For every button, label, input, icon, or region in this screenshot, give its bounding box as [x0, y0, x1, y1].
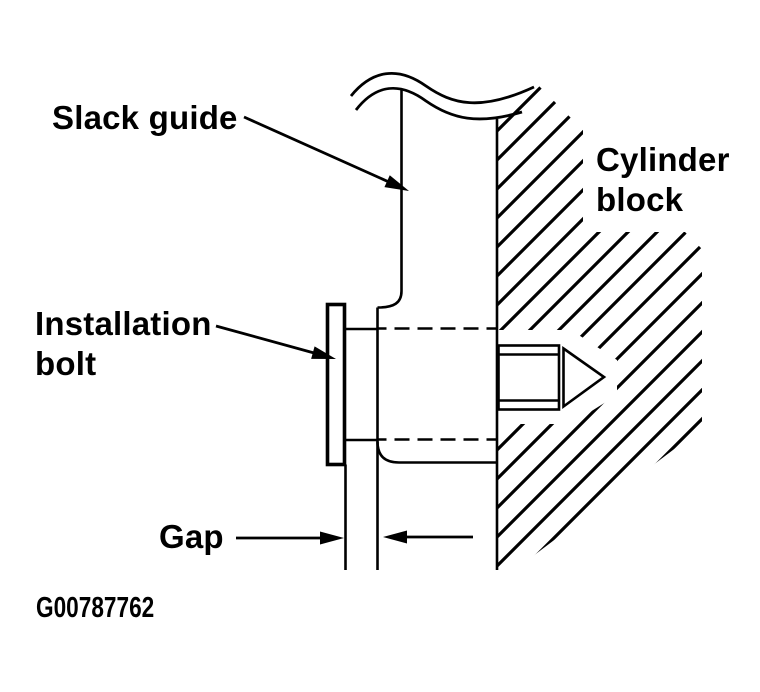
gap-arrow-right [383, 530, 473, 544]
bolt-boss-lines [346, 327, 496, 442]
hatch-line [497, 84, 702, 572]
hatch-line [497, 84, 702, 572]
leader-arrows [215, 115, 473, 545]
slack-guide-arrow [243, 115, 409, 191]
hatch-line [497, 84, 702, 572]
thread-cone-tip [562, 345, 607, 410]
break-line-upper [349, 71, 535, 105]
hatch-line [497, 84, 637, 572]
bolt-threads [497, 344, 607, 411]
slack-guide-label: Slack guide [52, 99, 238, 136]
hatch-line [497, 84, 666, 572]
installation-bolt-head [325, 302, 347, 467]
slack-guide-outline [349, 71, 535, 570]
installation-bolt-arrow [215, 324, 336, 359]
guide-boss-bottom [376, 441, 496, 464]
hatch-line [497, 84, 702, 572]
installation-bolt-label: Installation bolt [35, 305, 212, 382]
hatch-line [497, 84, 608, 572]
label-cutout [583, 126, 753, 232]
gap-arrow-left [236, 531, 344, 545]
hatch-line [497, 84, 702, 572]
figure-id: G00787762 [36, 592, 155, 624]
hatch-line [497, 84, 702, 572]
gap-label: Gap [159, 518, 224, 555]
hatch-line [506, 84, 702, 572]
break-line-lower [354, 87, 523, 121]
guide-left-edge [377, 89, 403, 309]
thread-body [497, 344, 561, 411]
cylinder-block-label: Cylinder block [596, 141, 730, 218]
